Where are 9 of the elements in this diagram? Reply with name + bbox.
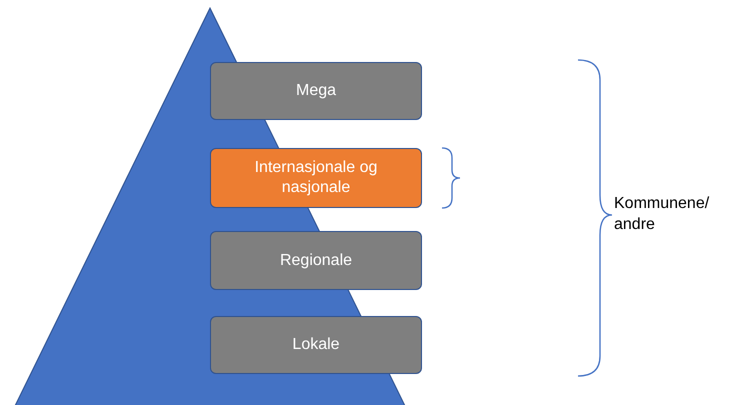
bracket-label: Kommunene/ andre [614,194,710,235]
level-label: Lokale [292,335,340,355]
level-box [210,231,422,290]
level-box [210,62,422,120]
level-label: Internasjonale og nasjonale [254,158,378,198]
level-label: Mega [296,81,336,101]
level-box [210,316,422,374]
level-box [210,148,422,208]
level-label: Regionale [280,250,352,270]
